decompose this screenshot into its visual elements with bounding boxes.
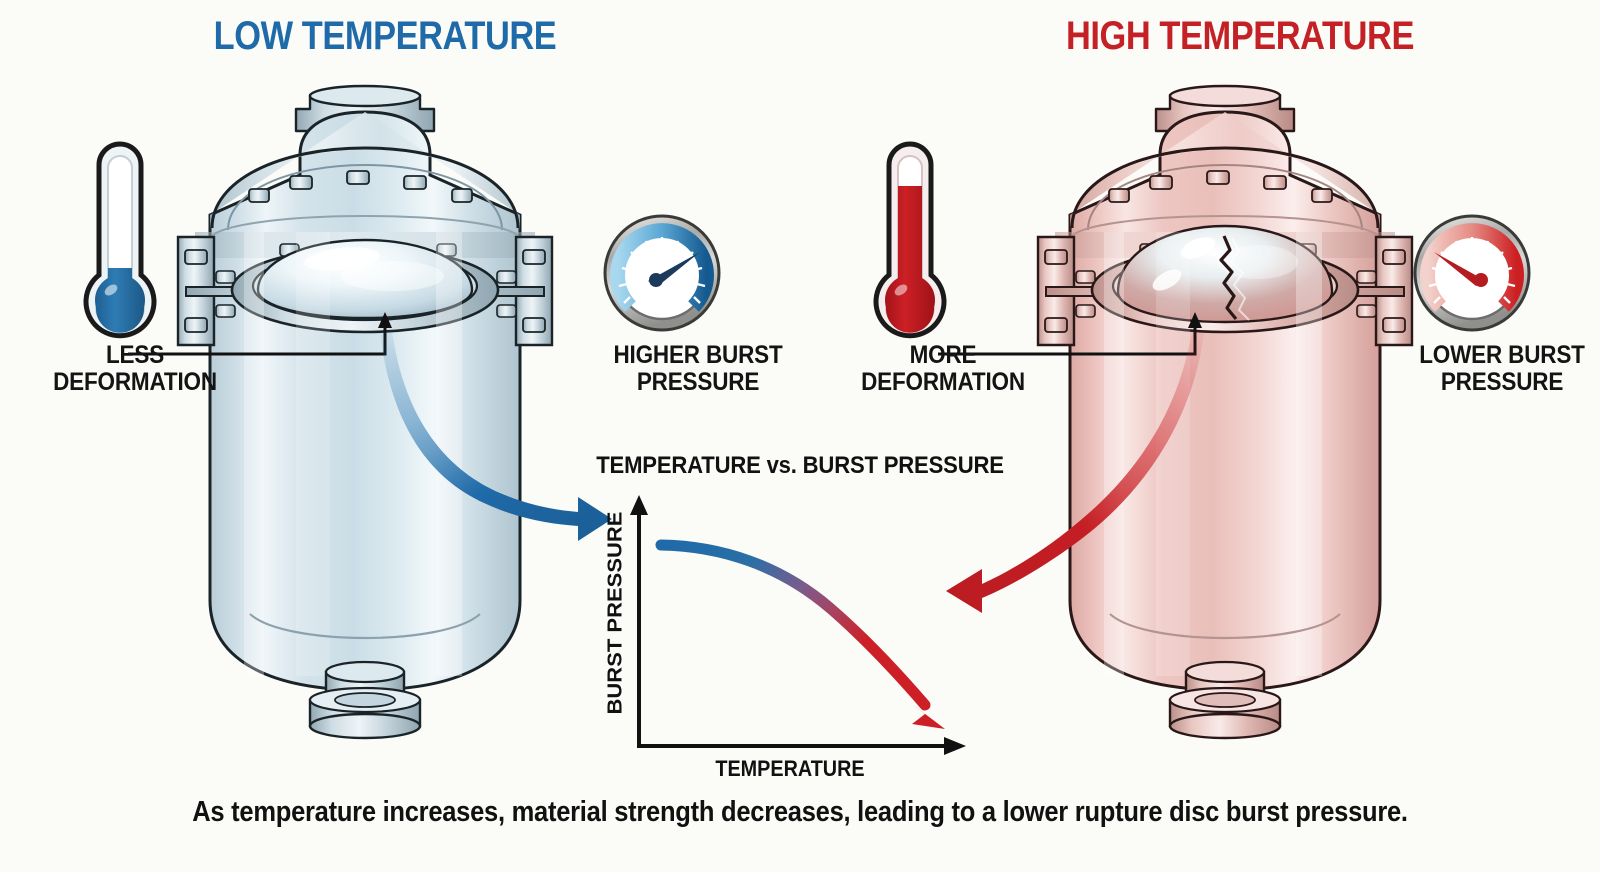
x-axis-arrowhead [944,737,966,755]
pressure-gauge-icon-high [603,214,721,332]
y-axis-arrowhead [630,495,648,515]
label-less-deformation: LESS DEFORMATION [53,341,217,396]
vessel-dome-bolts [248,170,473,203]
blue-inflow-arrow [380,330,612,541]
vessel-dome [1070,146,1380,229]
label-more-deformation: MORE DEFORMATION [861,341,1025,396]
red-inflow-arrow [946,330,1204,613]
chart-axes [637,512,948,748]
label-lower-burst-pressure: LOWER BURST PRESSURE [1419,341,1585,396]
diagram-caption: As temperature increases, material stren… [192,796,1408,828]
vessel-dome-bolts [1108,170,1333,203]
thermometer-icon-low [83,141,157,339]
chart-x-axis-label: TEMPERATURE [715,756,865,781]
heading-low-temperature: LOW TEMPERATURE [213,14,557,58]
thermometer-icon-high [873,141,947,339]
label-higher-burst-pressure: HIGHER BURST PRESSURE [613,341,783,396]
chart-curve [655,539,931,711]
vessel-bottom-nozzle [1168,660,1282,740]
chart-title: TEMPERATURE vs. BURST PRESSURE [596,452,1004,479]
rupture-disc-burst-icon [1116,224,1334,324]
pressure-vessel-icon-left [176,84,554,740]
rupture-disc-intact-icon [256,238,474,320]
vessel-dome [210,146,520,229]
pressure-gauge-icon-low [1413,214,1531,332]
chart-y-axis-label: BURST PRESSURE [603,511,627,715]
gauge-needle [1434,252,1486,286]
curve-end-arrowhead [912,704,945,729]
disc-crack [1219,235,1238,321]
heading-high-temperature: HIGH TEMPERATURE [1066,14,1414,58]
pressure-vessel-icon-right [1036,84,1414,740]
vessel-bottom-nozzle [308,660,422,740]
